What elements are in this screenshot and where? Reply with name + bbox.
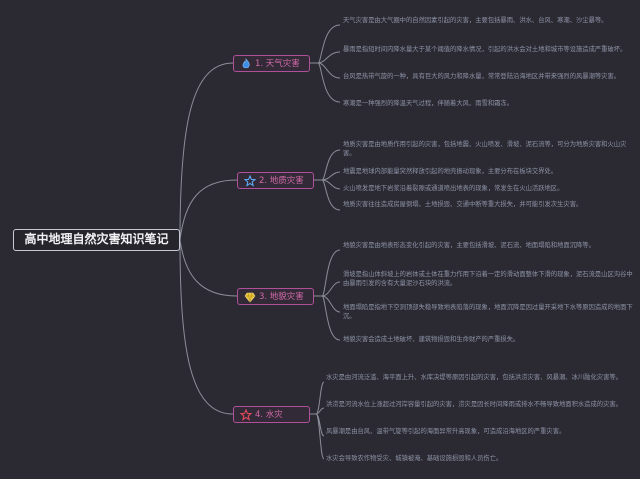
- leaf-note[interactable]: 台风是热带气旋的一种，具有巨大的风力和降水量，常常登陆沿海地区并带来强烈的风暴潮…: [343, 73, 621, 80]
- leaf-note[interactable]: 地貌灾害是由地表形态变化引起的灾害，主要包括滑坡、泥石流、地面塌陷和地面沉降等。: [343, 242, 595, 249]
- leaf-note[interactable]: 水灾会导致农作物受灾、城镇被淹、基础设施损毁和人员伤亡。: [326, 455, 503, 462]
- leaf-note[interactable]: 地貌灾害会造成土地破坏、建筑物损毁和生命财产的严重损失。: [343, 336, 520, 343]
- leaf-note[interactable]: 地质灾害往往造成房屋倒塌、土地损毁、交通中断等重大损失，并可能引发次生灾害。: [343, 201, 583, 208]
- leaf-note[interactable]: 水灾是由河流泛滥、海平面上升、水库决堤等原因引起的灾害，包括洪涝灾害、风暴潮、冰…: [326, 374, 622, 381]
- leaf-note[interactable]: 天气灾害是由大气圈中的自然因素引起的灾害，主要包括暴雨、洪水、台风、寒潮、沙尘暴…: [343, 17, 608, 24]
- leaf-note[interactable]: 风暴潮是由台风、温带气旋等引起的海面异常升高现象，可造成沿海地区的严重灾害。: [326, 428, 566, 435]
- connector-branch3-leaves: [314, 249, 341, 341]
- branch-landform-disaster[interactable]: 3. 地貌灾害: [237, 288, 314, 305]
- gem-icon: [244, 291, 256, 303]
- branch-label: 1. 天气灾害: [255, 58, 300, 69]
- leaf-note[interactable]: 地质灾害是由地质作用引起的灾害，包括地震、火山喷发、滑坡、泥石流等，可分为地质灾…: [343, 141, 627, 158]
- branch-geologic-disaster[interactable]: 2. 地质灾害: [237, 172, 314, 189]
- leaf-note[interactable]: 洪涝是河流水位上涨超过河岸容量引起的灾害，涝灾是因长时间降雨或排水不畅导致地面积…: [326, 401, 622, 408]
- leaf-note[interactable]: 地震是地球内部能量突然释放引起的地壳振动现象，主要分布在板块交界处。: [343, 168, 558, 175]
- connector-root-branch1: [179, 62, 234, 241]
- fire-icon: [240, 57, 252, 70]
- star-icon: [244, 174, 256, 187]
- leaf-note[interactable]: 寒潮是一种强烈的降温天气过程，伴随着大风、雨雪和霜冻。: [343, 100, 514, 107]
- branch-weather-disaster[interactable]: 1. 天气灾害: [233, 55, 310, 72]
- connector-root-branch2: [179, 179, 238, 241]
- branch-flood-disaster[interactable]: 4. 水灾: [233, 406, 310, 423]
- leaf-note[interactable]: 暴雨是指短时间内降水量大于某个阈值的降水情况，引起的洪水会对土地和城市等设施造成…: [343, 46, 627, 53]
- leaf-note[interactable]: 滑坡是指山体斜坡上的岩体或土体在重力作用下沿着一定的滑动面整体下滑的现象，泥石流…: [343, 271, 633, 288]
- root-topic[interactable]: 高中地理自然灾害知识笔记: [13, 229, 180, 251]
- branch-label: 2. 地质灾害: [259, 175, 304, 186]
- connector-branch2-leaves: [314, 149, 341, 211]
- star-icon: [240, 408, 252, 421]
- connector-branch1-leaves: [309, 24, 341, 103]
- connector-root-branch4: [179, 239, 234, 415]
- connector-root-branch3: [179, 239, 238, 297]
- leaf-note[interactable]: 地面塌陷是指地下空洞顶部失稳导致地表陷落的现象，地面沉降是因过量开采地下水等原因…: [343, 304, 633, 321]
- branch-label: 3. 地貌灾害: [259, 291, 304, 302]
- branch-label: 4. 水灾: [255, 409, 283, 420]
- leaf-note[interactable]: 火山喷发是地下岩浆沿着裂隙或通道喷出地表的现象，常发生在火山活跃地区。: [343, 185, 564, 192]
- connector-branch4-leaves: [309, 381, 325, 460]
